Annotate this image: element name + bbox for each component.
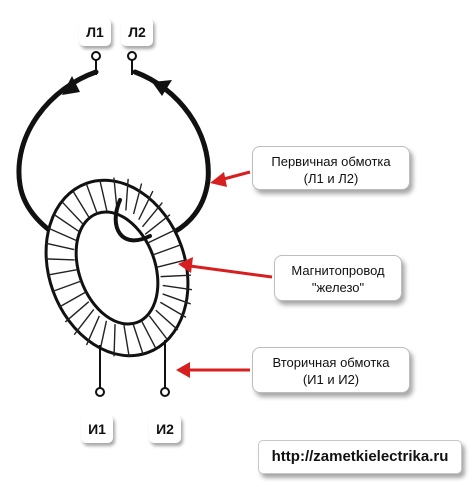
callout-secondary-winding: Вторичная обмотка (И1 и И2): [252, 347, 410, 393]
terminal-label-l2: Л2: [121, 18, 153, 46]
callout-secondary-line1: Вторичная обмотка: [272, 355, 390, 370]
l2-terminal-icon: [127, 51, 137, 61]
source-url-label: http://zametkielectrika.ru: [258, 440, 462, 474]
primary-conductor-through: [113, 198, 152, 243]
i2-terminal-icon: [160, 387, 170, 397]
l1-terminal-icon: [91, 51, 101, 61]
callout-core-line1: Магнитопровод: [291, 263, 385, 278]
callout-primary-winding: Первичная обмотка (Л1 и Л2): [252, 146, 410, 190]
callout-primary-line2: (Л1 и Л2): [303, 171, 359, 186]
secondary-pointer-arrow: [176, 362, 250, 378]
primary-pointer-arrow: [210, 170, 251, 187]
callout-core: Магнитопровод "железо": [274, 255, 402, 301]
terminal-label-i1: И1: [81, 415, 113, 443]
callout-secondary-line2: (И1 и И2): [302, 372, 360, 387]
i1-terminal-icon: [95, 387, 105, 397]
callout-core-line2: "железо": [311, 280, 365, 295]
terminal-label-l1: Л1: [79, 18, 111, 46]
callout-primary-line1: Первичная обмотка: [271, 154, 391, 169]
core-pointer-arrow: [178, 257, 273, 279]
terminal-label-i2: И2: [149, 415, 181, 443]
primary-arrow-right: [152, 80, 172, 96]
toroidal-core: [44, 177, 193, 358]
primary-arrow-left: [62, 76, 80, 95]
